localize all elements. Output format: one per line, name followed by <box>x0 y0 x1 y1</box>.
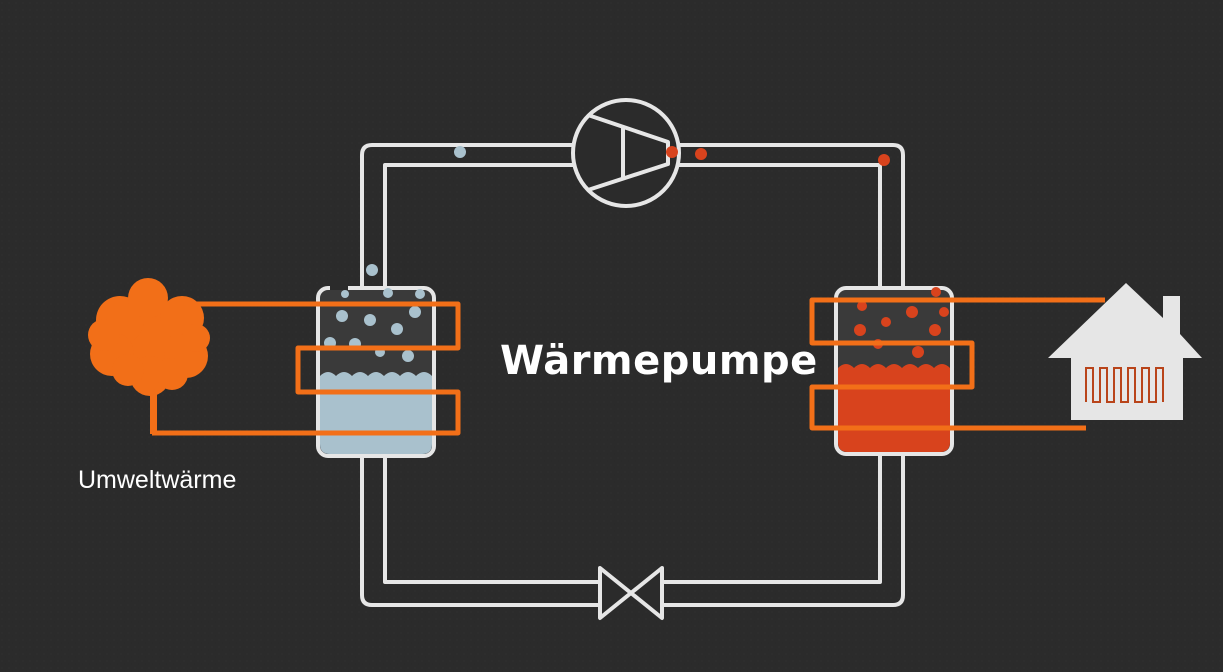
environment-heat-label: Umweltwärme <box>78 466 237 494</box>
expansion-valve-icon <box>598 566 664 620</box>
floor-heating-coil-icon <box>1085 367 1164 403</box>
tree-icon <box>88 278 210 434</box>
compressor-icon <box>571 98 681 208</box>
diagram-title: Wärmepumpe <box>500 338 818 384</box>
house-icon <box>1048 283 1202 420</box>
sink-heat-coil <box>809 297 1105 431</box>
refrigerant-particles <box>366 146 890 276</box>
source-heat-coil <box>152 301 461 436</box>
